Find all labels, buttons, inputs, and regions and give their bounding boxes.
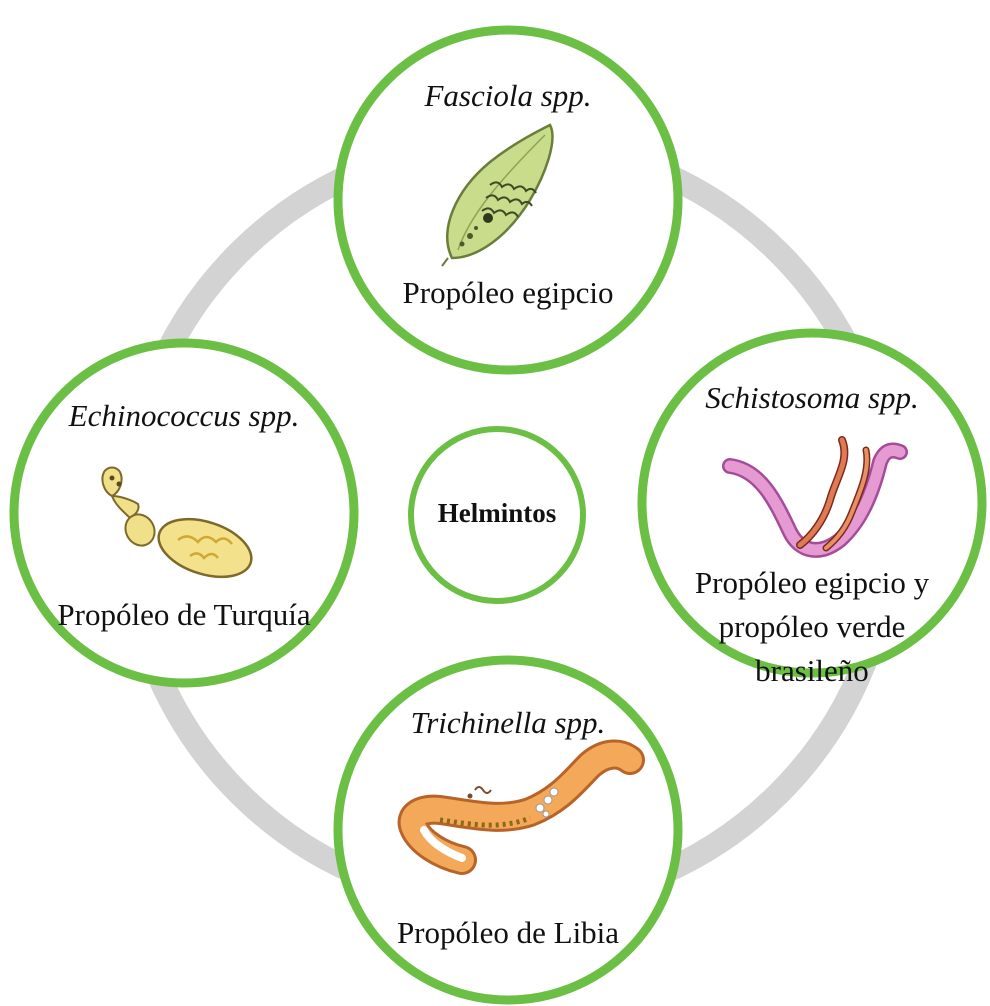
- organism-label-echinococcus: Echinococcus spp.: [18, 398, 350, 434]
- source-label-schistosoma-line-2: propóleo verde: [652, 604, 972, 651]
- organism-label-trichinella: Trichinella spp.: [338, 705, 678, 741]
- organism-label-schistosoma: Schistosoma spp.: [652, 380, 972, 416]
- source-label-fasciola: Propóleo egipcio: [338, 270, 678, 317]
- center-label: Helmintos: [411, 498, 583, 529]
- source-label-schistosoma-line-3: brasileño: [652, 648, 972, 695]
- source-label-trichinella: Propóleo de Libia: [338, 910, 678, 957]
- source-label-echinococcus: Propóleo de Turquía: [18, 592, 350, 639]
- organism-label-fasciola: Fasciola spp.: [338, 78, 678, 114]
- source-label-schistosoma-line-1: Propóleo egipcio y: [652, 560, 972, 607]
